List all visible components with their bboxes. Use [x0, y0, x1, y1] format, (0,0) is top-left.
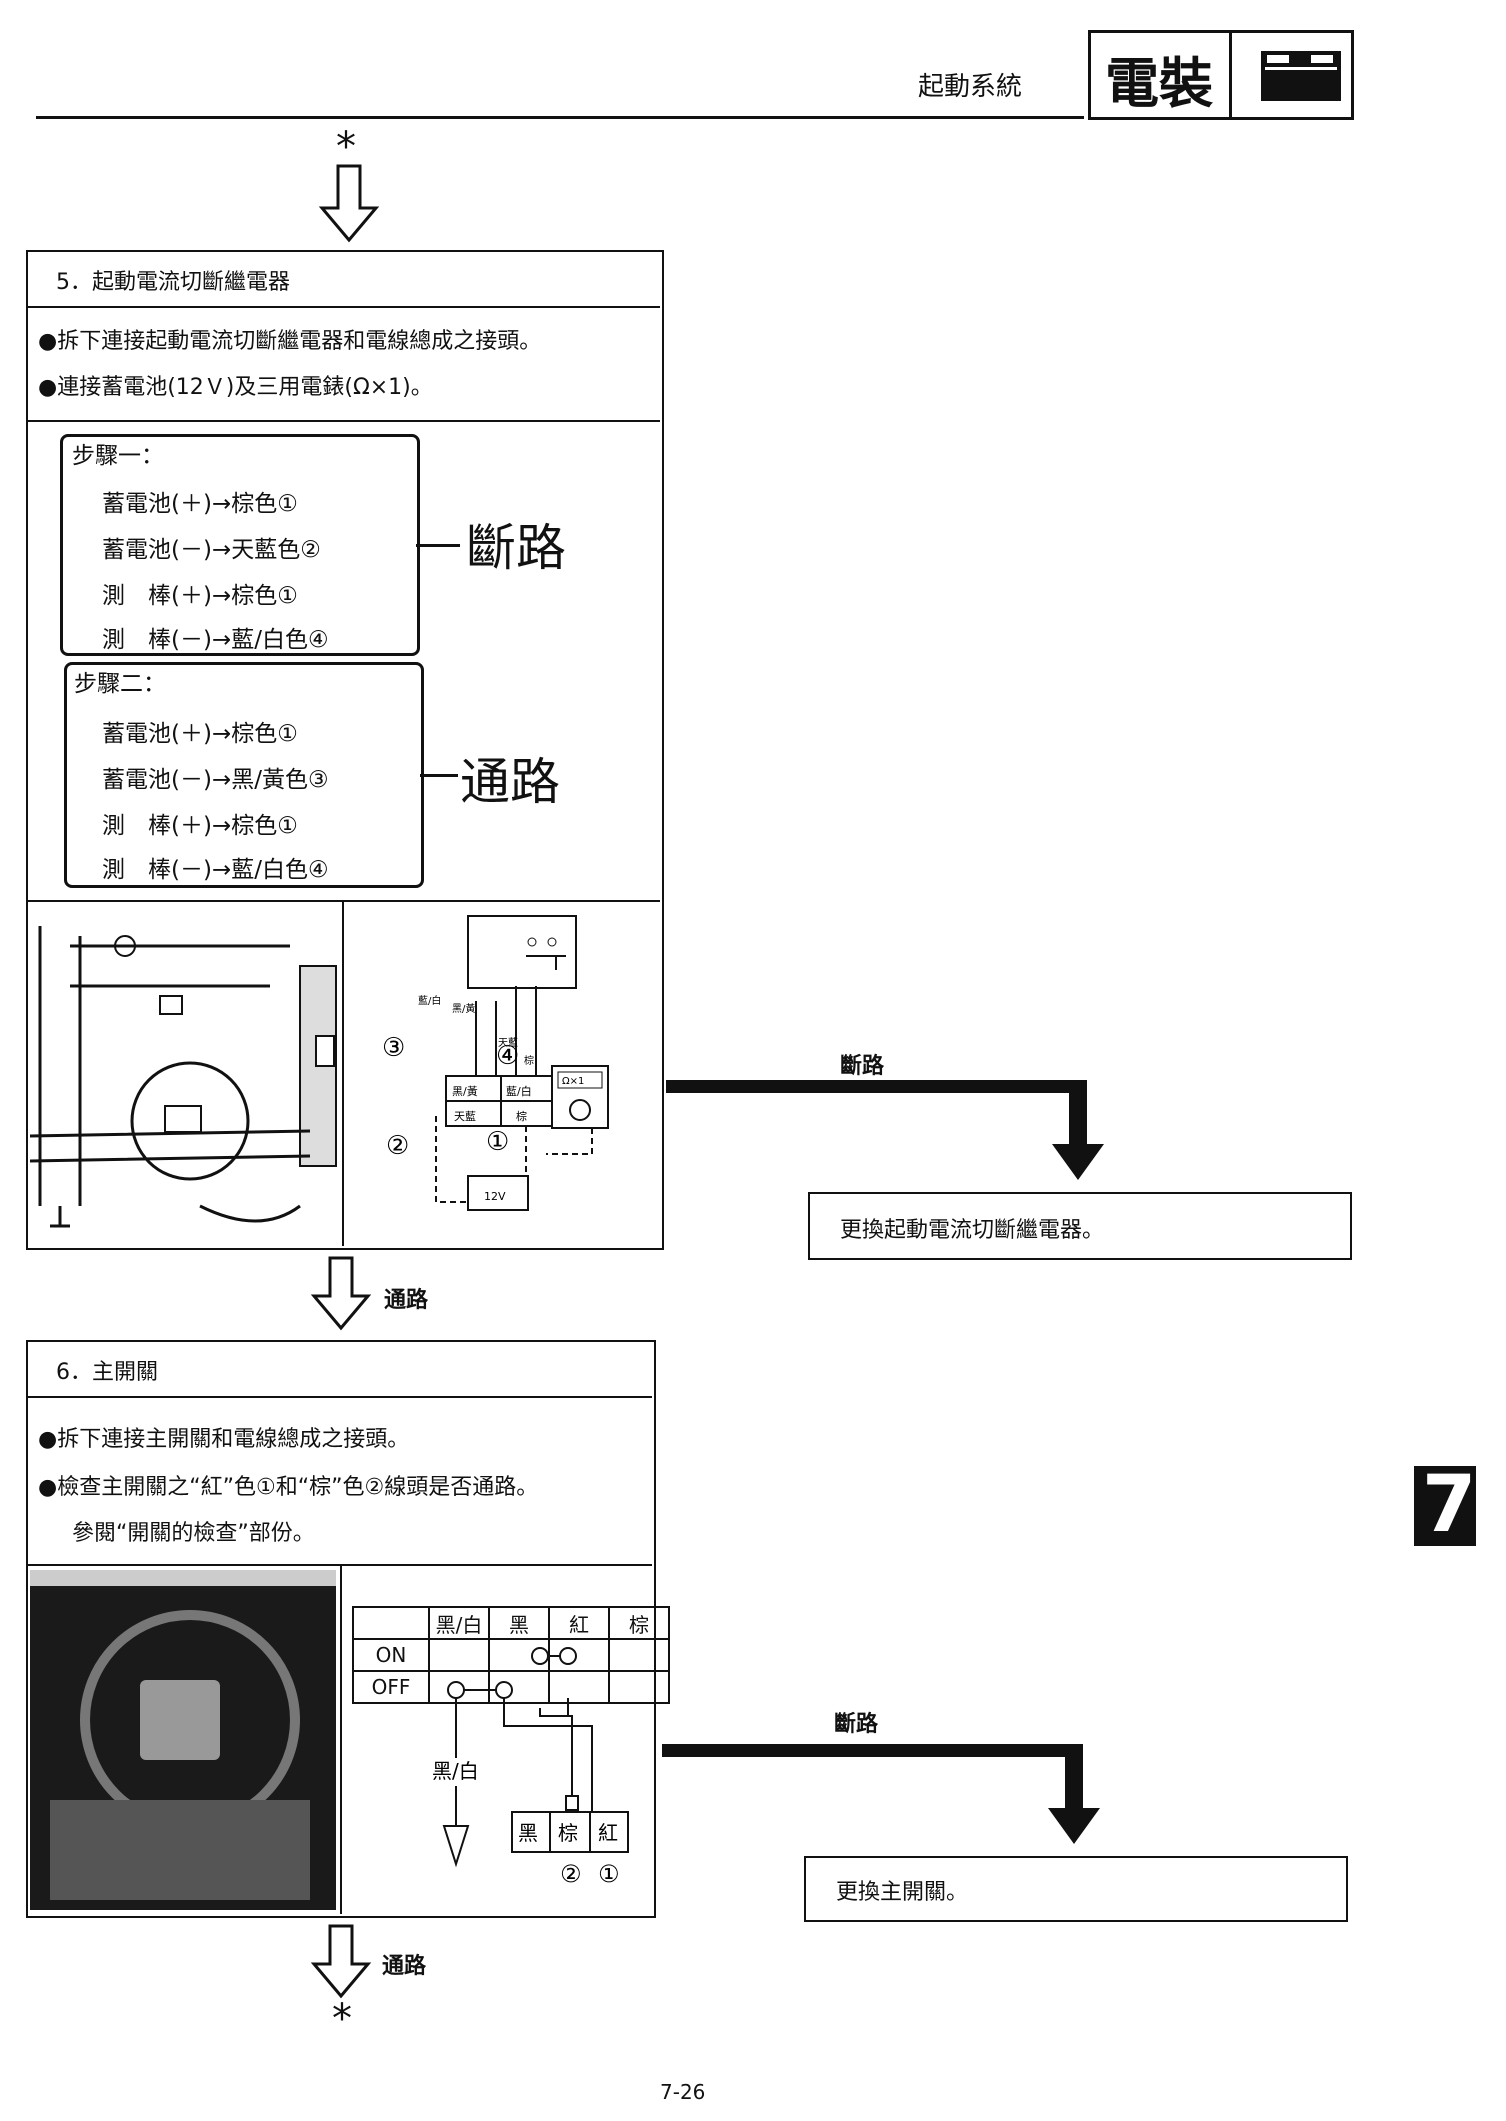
wire-label-bw: 藍/白: [418, 994, 441, 1007]
row-label-on: ON: [352, 1638, 430, 1672]
connector-pin-brown: 棕: [558, 1821, 578, 1845]
step6-bullet-2: ●檢查主開關之“紅”色①和“棕”色②線頭是否通路。: [38, 1475, 539, 1500]
down-arrow-icon: [310, 1924, 372, 1999]
step1-line-2: 蓄電池(－)→天藍色②: [102, 537, 321, 563]
wire-label-by: 黑/黃: [452, 1002, 475, 1015]
relay-wiring-diagram: 黑/黃 藍/白 天藍 棕 藍/白 黑/黃 天藍 棕 ③ ④ ② ① Ω×1 12…: [382, 915, 609, 1211]
connector-pin-black: 黑: [518, 1821, 538, 1845]
num-2: ②: [386, 1131, 409, 1161]
step2-line-2: 蓄電池(－)→黑/黃色③: [102, 767, 329, 793]
step2-result: 通路: [460, 753, 560, 811]
switch-connection-diagram: 黑 棕 紅 ② ① 黑/白: [432, 1647, 629, 1888]
down-arrow-icon: [310, 1256, 372, 1331]
header-rule: [36, 116, 1084, 119]
connector-pin-red: 紅: [598, 1821, 618, 1845]
step5-bullet-2: ●連接蓄電池(12Ｖ)及三用電錶(Ω×1)。: [38, 375, 433, 400]
chapter-side-tab-number: 7: [1422, 1460, 1477, 1550]
frame-illustration: [30, 906, 340, 1242]
step6-title: 6．主開關: [56, 1360, 158, 1385]
chapter-tab: 電裝: [1088, 30, 1354, 120]
conn-num-2: ②: [560, 1860, 582, 1888]
step5-fail-label: 斷路: [840, 1054, 885, 1079]
step5-title: 5．起動電流切斷繼電器: [56, 270, 290, 295]
pass-label-2: 通路: [382, 1954, 427, 1979]
num-3: ③: [382, 1033, 405, 1063]
diagram-label-4: 藍/白: [506, 1084, 532, 1098]
right-down-arrow-icon: [662, 1744, 1100, 1844]
table-header: 棕: [608, 1606, 670, 1640]
ground-label: 黑/白: [432, 1759, 479, 1783]
step5-fail-action: 更換起動電流切斷繼電器。: [840, 1218, 1105, 1243]
section-title: 起動系統: [918, 72, 1023, 102]
diagram-label-3: 黑/黃: [452, 1085, 478, 1098]
step1-line-4: 測 棒(－)→藍/白色④: [102, 627, 329, 653]
wire-label-br: 棕: [524, 1054, 534, 1067]
row-label-off: OFF: [352, 1670, 430, 1704]
table-header: [352, 1606, 430, 1640]
step1-line-1: 蓄電池(＋)→棕色①: [102, 491, 298, 517]
step6-bullet-1: ●拆下連接主開關和電線總成之接頭。: [38, 1427, 410, 1452]
step1-heading: 步驟一：: [72, 443, 164, 469]
step5-fail-action-box: 更換起動電流切斷繼電器。: [808, 1192, 1352, 1260]
step2-heading: 步驟二：: [74, 671, 166, 697]
num-4: ④: [496, 1041, 519, 1071]
num-1: ①: [486, 1127, 509, 1157]
start-marker: *: [336, 124, 356, 170]
table-header: 紅: [548, 1606, 610, 1640]
battery-label: 12V: [484, 1190, 506, 1203]
switch-continuity-table: 黑/白 黑 紅 棕 ON OFF: [352, 1606, 670, 1704]
meter-label: Ω×1: [562, 1076, 584, 1087]
pass-label-1: 通路: [384, 1288, 429, 1313]
step1-result: 斷路: [466, 519, 566, 577]
step6-fail-action: 更換主開關。: [836, 1880, 969, 1905]
step2-line-4: 測 棒(－)→藍/白色④: [102, 857, 329, 883]
diagram-label-2: 天藍: [454, 1110, 476, 1123]
step1-line-3: 測 棒(＋)→棕色①: [102, 583, 298, 609]
end-marker: *: [332, 1996, 352, 2042]
step5-bullet-1: ●拆下連接起動電流切斷繼電器和電線總成之接頭。: [38, 329, 542, 354]
step6-bullet-cont: 參閱“開關的檢查”部份。: [72, 1521, 315, 1546]
wire-label-sb: 天藍: [498, 1036, 518, 1049]
step6-fail-action-box: 更換主開關。: [804, 1856, 1348, 1922]
step2-line-1: 蓄電池(＋)→棕色①: [102, 721, 298, 747]
step2-line-3: 測 棒(＋)→棕色①: [102, 813, 298, 839]
main-switch-photo: [30, 1570, 336, 1910]
page-number: 7-26: [660, 2080, 706, 2104]
conn-num-1: ①: [598, 1860, 620, 1888]
step6-fail-label: 斷路: [834, 1712, 879, 1737]
table-header: 黑/白: [428, 1606, 490, 1640]
right-down-arrow-icon: [666, 1080, 1104, 1180]
table-header: 黑: [488, 1606, 550, 1640]
chapter-label: 電裝: [1105, 51, 1213, 115]
down-arrow-icon: [318, 164, 380, 243]
diagram-label-1: 棕: [516, 1109, 527, 1123]
battery-icon: [1261, 51, 1341, 101]
chapter-side-tab: 7: [1414, 1460, 1476, 1550]
